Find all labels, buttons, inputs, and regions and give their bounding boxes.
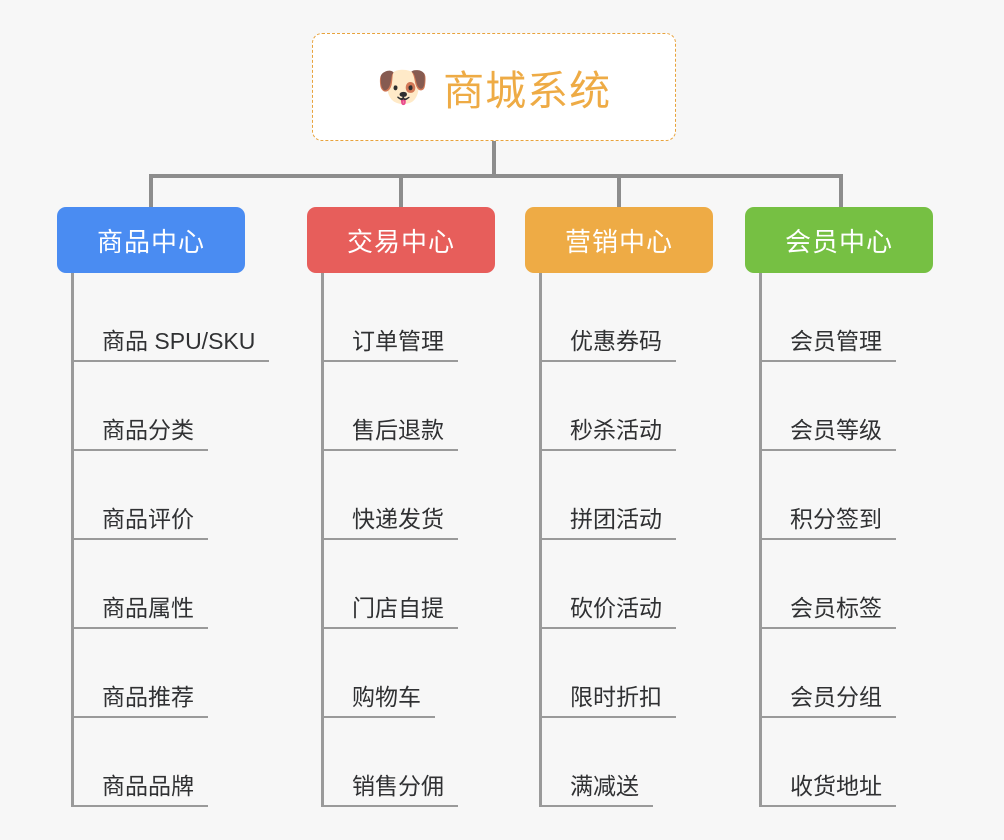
leaf-item-label: 销售分佣 <box>324 773 458 807</box>
category-header-label: 交易中心 <box>346 226 455 257</box>
leaf-item-label: 拼团活动 <box>542 506 676 540</box>
category-header-label: 商品中心 <box>96 226 205 257</box>
leaf-item[interactable]: 会员分组 <box>762 629 933 718</box>
category-column-marketing: 营销中心 优惠券码 秒杀活动 拼团活动 砍价活动 限时折扣 满减送 <box>525 207 713 807</box>
leaf-item-label: 会员分组 <box>762 684 896 718</box>
leaf-item-label: 售后退款 <box>324 417 458 451</box>
leaf-item-label: 收货地址 <box>762 773 896 807</box>
leaf-item-label: 商品属性 <box>74 595 208 629</box>
leaf-item-label: 商品评价 <box>74 506 208 540</box>
connector-drop-2 <box>617 174 621 209</box>
leaf-item[interactable]: 商品推荐 <box>74 629 245 718</box>
leaf-item[interactable]: 限时折扣 <box>542 629 713 718</box>
leaf-item-label: 订单管理 <box>324 328 458 362</box>
leaf-item-label: 商品 SPU/SKU <box>74 328 270 362</box>
shiba-dog-face-icon: 🐶 <box>376 63 430 110</box>
leaf-item[interactable]: 优惠券码 <box>542 273 713 362</box>
leaf-item[interactable]: 秒杀活动 <box>542 362 713 451</box>
connector-drop-0 <box>149 174 153 209</box>
leaf-item[interactable]: 销售分佣 <box>324 718 495 807</box>
leaf-item-label: 商品推荐 <box>74 684 208 718</box>
leaf-item[interactable]: 积分签到 <box>762 451 933 540</box>
leaf-item-label: 会员等级 <box>762 417 896 451</box>
leaf-item-label: 满减送 <box>542 773 653 807</box>
leaf-item-label: 会员标签 <box>762 595 896 629</box>
leaf-item-label: 积分签到 <box>762 506 896 540</box>
leaf-item[interactable]: 售后退款 <box>324 362 495 451</box>
leaf-list-member: 会员管理 会员等级 积分签到 会员标签 会员分组 收货地址 <box>759 273 933 807</box>
category-header-member[interactable]: 会员中心 <box>745 207 933 273</box>
category-header-label: 营销中心 <box>564 226 673 257</box>
leaf-item-label: 商品品牌 <box>74 773 208 807</box>
leaf-item[interactable]: 商品分类 <box>74 362 245 451</box>
category-column-product: 商品中心 商品 SPU/SKU 商品分类 商品评价 商品属性 商品推荐 商品品牌 <box>57 207 270 807</box>
connector-horizontal-bus <box>149 174 843 178</box>
category-header-product[interactable]: 商品中心 <box>57 207 245 273</box>
leaf-item[interactable]: 商品 SPU/SKU <box>74 273 270 362</box>
root-node-mall-system[interactable]: 🐶 商城系统 <box>312 33 676 141</box>
leaf-list-marketing: 优惠券码 秒杀活动 拼团活动 砍价活动 限时折扣 满减送 <box>539 273 713 807</box>
category-column-trade: 交易中心 订单管理 售后退款 快递发货 门店自提 购物车 销售分佣 <box>307 207 495 807</box>
root-node-title: 商城系统 <box>443 68 612 114</box>
leaf-item[interactable]: 满减送 <box>542 718 713 807</box>
connector-drop-3 <box>839 174 843 209</box>
connector-root-stem <box>492 141 496 176</box>
leaf-item[interactable]: 会员等级 <box>762 362 933 451</box>
leaf-item[interactable]: 会员标签 <box>762 540 933 629</box>
leaf-item-label: 商品分类 <box>74 417 208 451</box>
connector-drop-1 <box>399 174 403 209</box>
leaf-item-label: 秒杀活动 <box>542 417 676 451</box>
leaf-item[interactable]: 商品评价 <box>74 451 245 540</box>
leaf-item-label: 门店自提 <box>324 595 458 629</box>
leaf-item-label: 砍价活动 <box>542 595 676 629</box>
leaf-item-label: 限时折扣 <box>542 684 676 718</box>
leaf-list-product: 商品 SPU/SKU 商品分类 商品评价 商品属性 商品推荐 商品品牌 <box>71 273 270 807</box>
leaf-item[interactable]: 订单管理 <box>324 273 495 362</box>
leaf-list-trade: 订单管理 售后退款 快递发货 门店自提 购物车 销售分佣 <box>321 273 495 807</box>
leaf-item-label: 快递发货 <box>324 506 458 540</box>
leaf-item-label: 优惠券码 <box>542 328 676 362</box>
leaf-item-label: 购物车 <box>324 684 435 718</box>
leaf-item[interactable]: 门店自提 <box>324 540 495 629</box>
leaf-item[interactable]: 商品品牌 <box>74 718 245 807</box>
category-header-trade[interactable]: 交易中心 <box>307 207 495 273</box>
leaf-item[interactable]: 快递发货 <box>324 451 495 540</box>
leaf-item[interactable]: 商品属性 <box>74 540 245 629</box>
leaf-item-label: 会员管理 <box>762 328 896 362</box>
leaf-item[interactable]: 购物车 <box>324 629 495 718</box>
leaf-item[interactable]: 拼团活动 <box>542 451 713 540</box>
leaf-item[interactable]: 收货地址 <box>762 718 933 807</box>
leaf-item[interactable]: 会员管理 <box>762 273 933 362</box>
leaf-item[interactable]: 砍价活动 <box>542 540 713 629</box>
category-header-marketing[interactable]: 营销中心 <box>525 207 713 273</box>
category-header-label: 会员中心 <box>784 226 893 257</box>
category-column-member: 会员中心 会员管理 会员等级 积分签到 会员标签 会员分组 收货地址 <box>745 207 933 807</box>
